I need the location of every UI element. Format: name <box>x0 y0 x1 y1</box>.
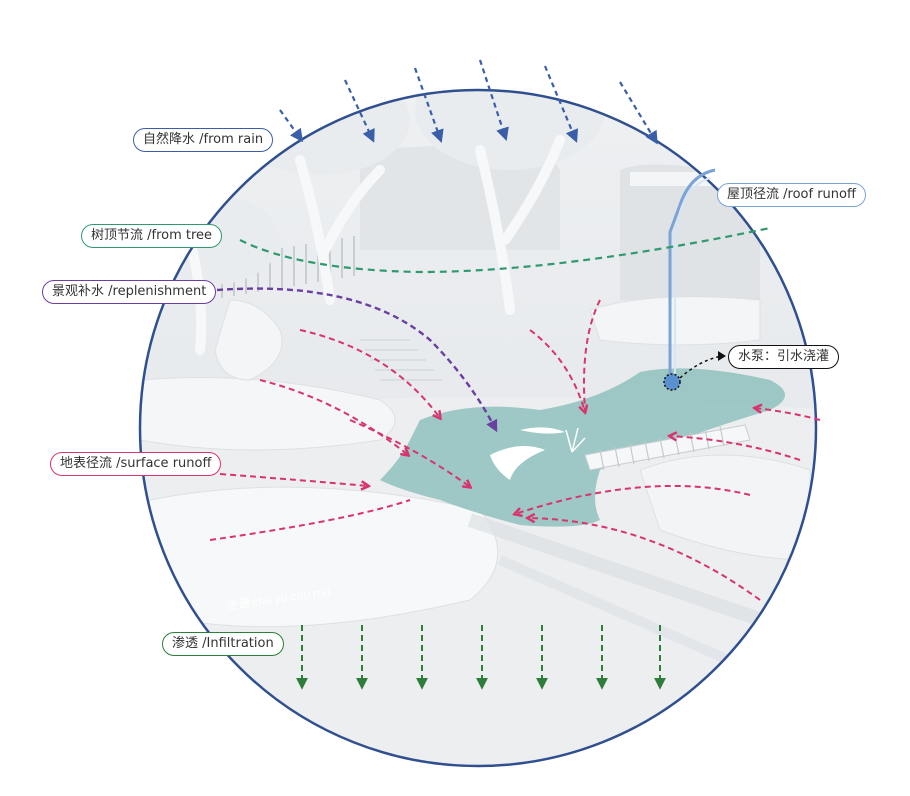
label-replenishment: 景观补水 /replenishment <box>42 280 217 304</box>
label-surface-runoff: 地表径流 /surface runoff <box>50 452 222 476</box>
frame-circle <box>138 88 818 768</box>
pump-marker <box>663 351 726 391</box>
surface-runoff-flow <box>209 299 821 601</box>
replenishment-flow <box>216 287 498 433</box>
infiltration-flow <box>296 625 666 690</box>
water-pool <box>380 368 785 527</box>
label-infiltration: 渗透 /Infiltration <box>162 632 284 656</box>
rain-flow <box>279 59 658 145</box>
tree-flow <box>239 226 771 274</box>
spiral-structure <box>584 424 751 471</box>
scene-background: 坐语 cha yu chu mo <box>140 90 816 766</box>
label-roof-runoff: 屋顶径流 /roof runoff <box>717 183 866 207</box>
label-pump: 水泵：引水浇灌 <box>728 345 840 369</box>
label-from-rain: 自然降水 /from rain <box>133 128 274 152</box>
roof-runoff-pipe <box>668 168 716 378</box>
label-from-tree: 树顶节流 /from tree <box>81 224 223 248</box>
